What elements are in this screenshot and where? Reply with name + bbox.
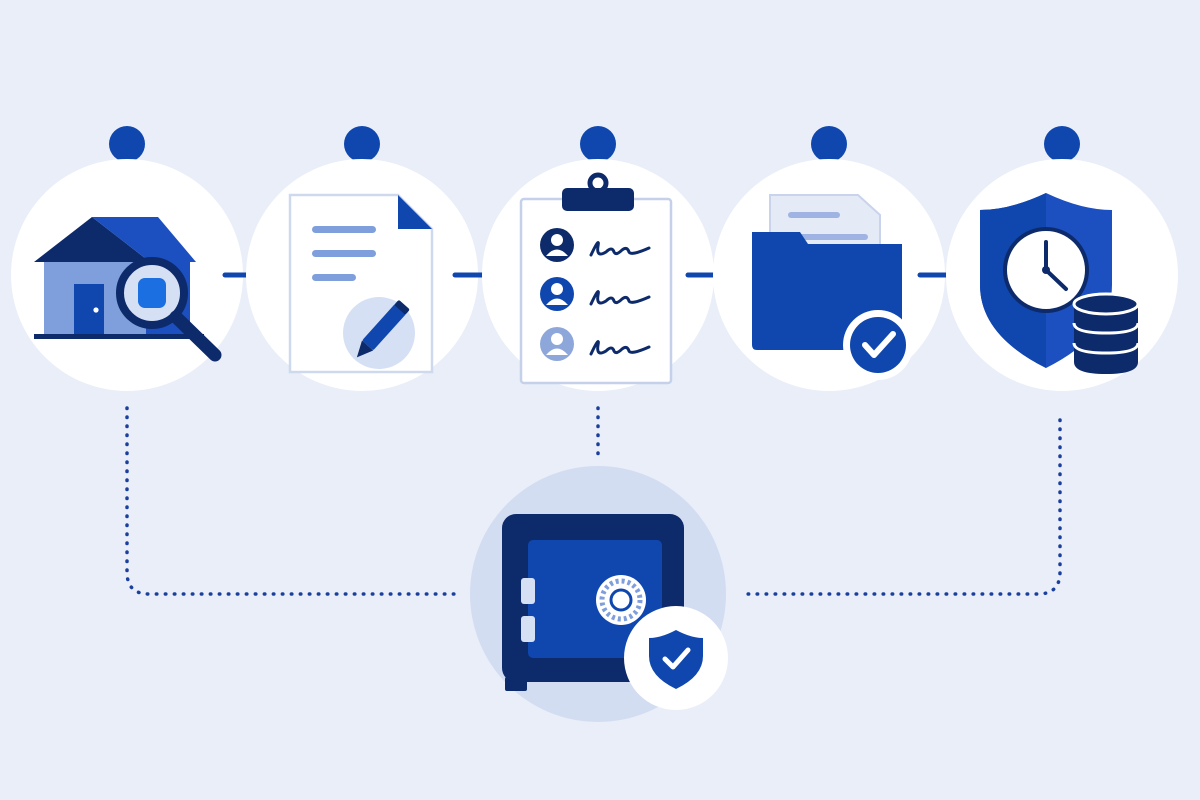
step-marker-dot	[580, 126, 616, 162]
step-marker-dot	[344, 126, 380, 162]
shield-clock-database-icon	[980, 193, 1140, 374]
database-icon	[1072, 292, 1140, 374]
step-marker-dot	[1044, 126, 1080, 162]
step-secure-archive	[946, 126, 1178, 391]
safe-shield-check-icon	[502, 514, 728, 710]
step-document-editing	[246, 126, 478, 391]
folder-check-icon	[752, 194, 913, 380]
step-signature-checklist	[482, 126, 714, 391]
step-marker-dot	[109, 126, 145, 162]
document-pencil-icon	[288, 193, 434, 374]
clipboard-signatures-icon	[519, 172, 673, 385]
step-marker-dot	[811, 126, 847, 162]
signer-row	[540, 228, 651, 262]
signer-row	[540, 277, 651, 311]
house-magnifier-icon	[34, 217, 222, 362]
step-approved-filing	[713, 126, 945, 391]
step-property-inspection	[11, 126, 243, 391]
dotted-link-step-5-to-vault	[738, 418, 1062, 596]
dotted-link-step-1-to-vault	[125, 406, 457, 596]
signer-row	[540, 327, 651, 361]
central-hub-secure-vault	[470, 466, 728, 722]
dotted-connectors	[125, 406, 1062, 596]
